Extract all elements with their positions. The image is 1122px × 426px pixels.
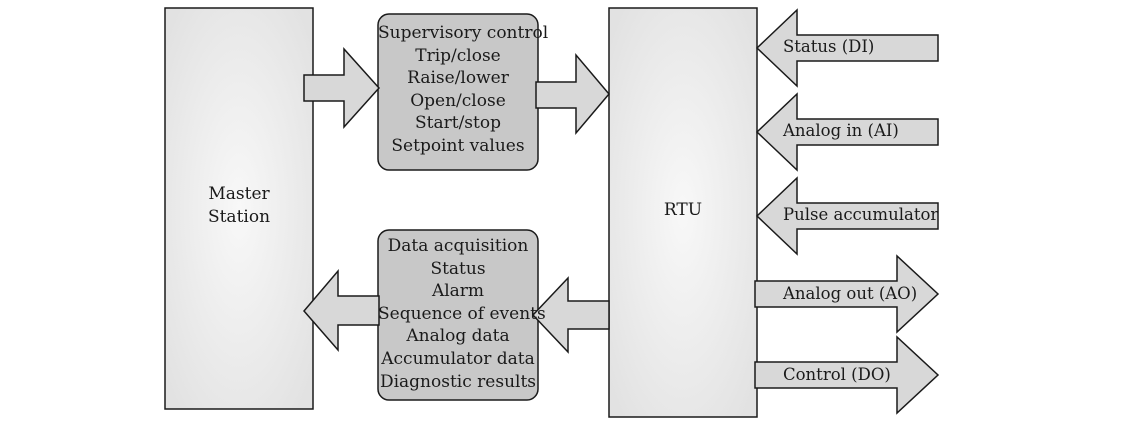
supervisory-line: Open/close [410, 90, 506, 111]
master-station-line: Station [207, 207, 271, 227]
supervisory-text: Supervisory control Trip/close Raise/low… [378, 22, 549, 158]
supervisory-line: Start/stop [415, 113, 501, 134]
arrow-supervisory-to-rtu [535, 52, 610, 136]
input-label-pulse-accumulator: Pulse accumulator [783, 205, 939, 224]
acquisition-text: Data acquisition Status Alarm Sequence o… [378, 235, 546, 393]
master-station-line: Master [208, 184, 270, 204]
output-label-control-do: Control (DO) [783, 365, 891, 384]
rtu-block [608, 7, 758, 418]
arrow-output-analog-ao [754, 254, 940, 334]
input-label-status-di: Status (DI) [783, 37, 875, 56]
arrow-input-status-di [755, 8, 939, 88]
supervisory-line: Trip/close [415, 45, 501, 66]
arrow-input-pulse-accumulator [755, 176, 939, 256]
rtu-label: RTU [609, 199, 757, 222]
arrow-master-to-supervisory [303, 47, 381, 129]
arrow-input-analog-ai [755, 92, 939, 172]
acquisition-line: Accumulator data [381, 348, 535, 369]
acquisition-line: Status [430, 258, 486, 279]
acquisition-line: Sequence of events [378, 303, 546, 324]
acquisition-line: Data acquisition [387, 236, 529, 256]
master-station-label: Master Station [165, 183, 313, 229]
acquisition-line: Diagnostic results [379, 371, 537, 392]
supervisory-line: Supervisory control [378, 23, 549, 43]
supervisory-line: Raise/lower [407, 68, 509, 89]
rtu-label-text: RTU [663, 200, 703, 220]
arrow-acquisition-to-master [303, 268, 380, 353]
arrow-rtu-to-acquisition [531, 276, 610, 354]
supervisory-line: Setpoint values [391, 135, 525, 156]
input-label-analog-ai: Analog in (AI) [783, 121, 899, 140]
acquisition-line: Analog data [406, 326, 510, 347]
acquisition-line: Alarm [431, 281, 485, 302]
output-label-analog-ao: Analog out (AO) [783, 284, 918, 303]
master-station-block [164, 7, 314, 410]
arrow-output-control-do [754, 335, 940, 415]
